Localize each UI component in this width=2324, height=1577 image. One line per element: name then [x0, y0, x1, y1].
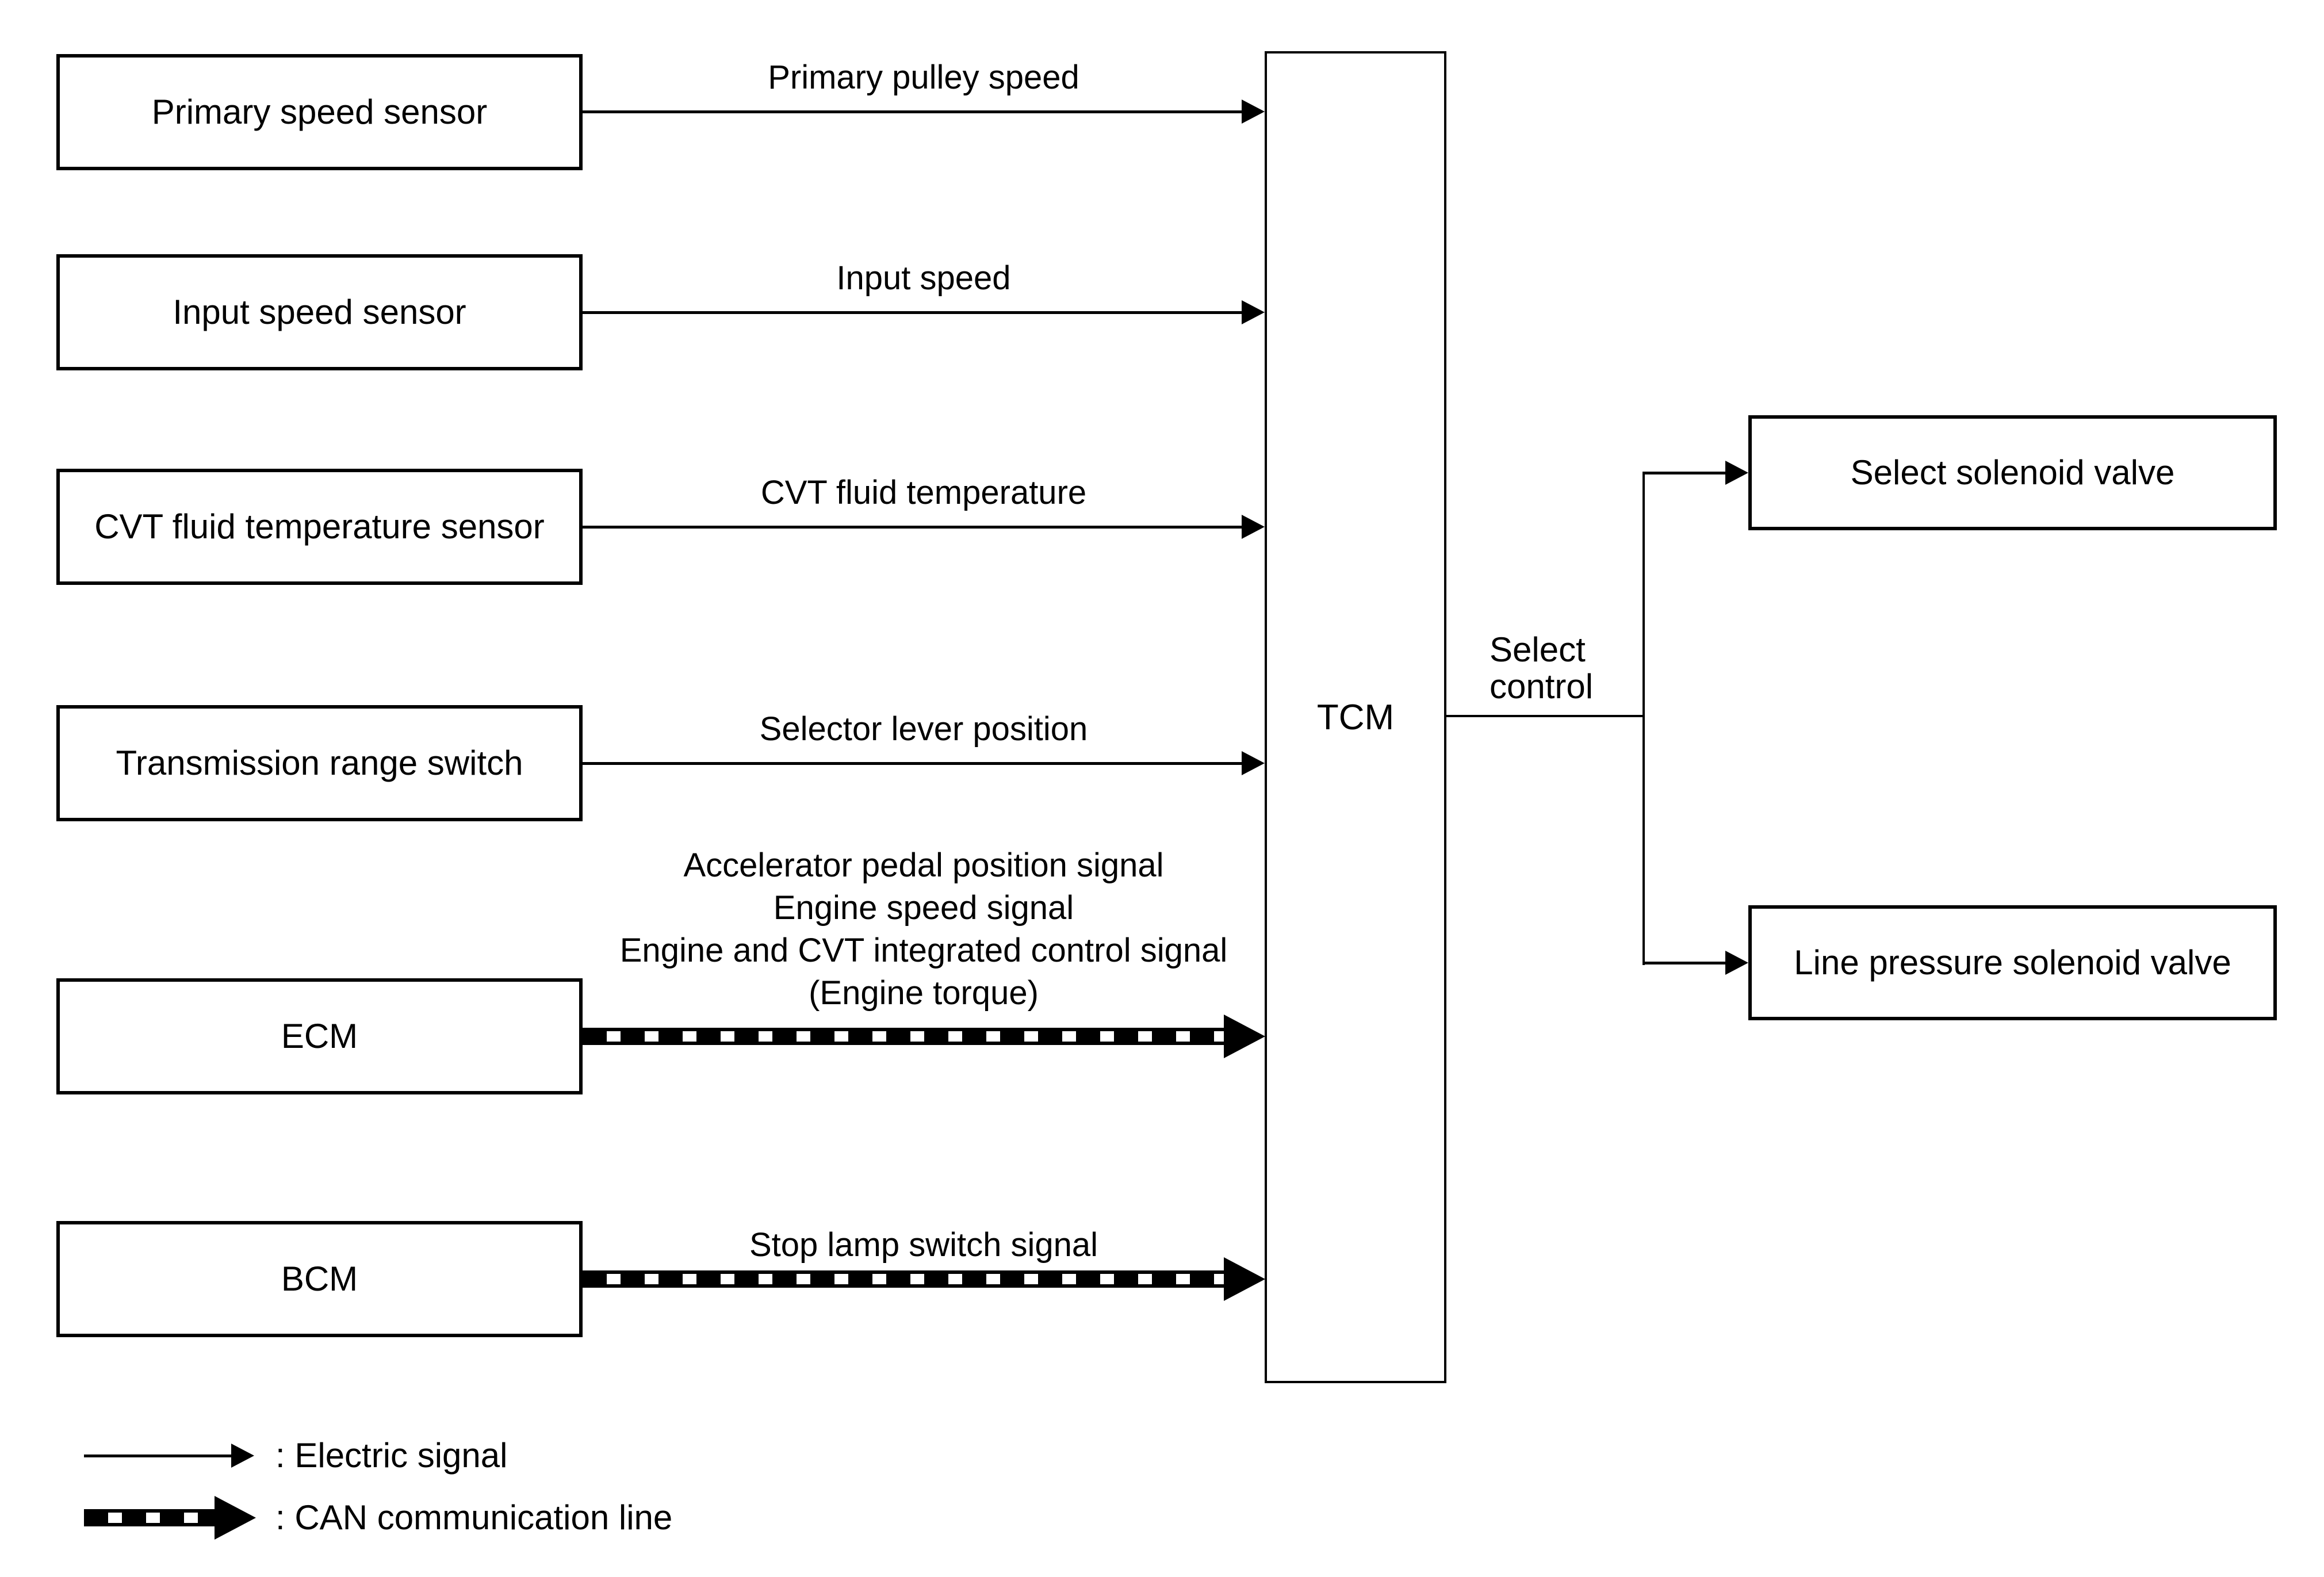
electric-arrowhead-icon [1242, 515, 1265, 539]
signal-label-input-speed: Input speed [836, 259, 1011, 297]
signal-label-selector-lever-position: Selector lever position [759, 710, 1088, 748]
box-line-pressure-solenoid-valve-label: Line pressure solenoid valve [1794, 943, 2231, 982]
signal-label-stop-lamp-switch: Stop lamp switch signal [749, 1226, 1098, 1264]
signal-label-primary-pulley-speed: Primary pulley speed [768, 59, 1079, 96]
legend-can-band [84, 1509, 217, 1526]
signal-label-ecm-can: Accelerator pedal position signal Engine… [583, 844, 1265, 1015]
box-transmission-range-switch: Transmission range switch [56, 705, 583, 821]
box-transmission-range-switch-label: Transmission range switch [116, 744, 523, 782]
box-line-pressure-solenoid-valve: Line pressure solenoid valve [1748, 905, 2277, 1020]
electric-arrow-line [583, 311, 1244, 314]
can-arrowhead-icon [215, 1496, 256, 1540]
electric-arrowhead-icon [1242, 300, 1265, 324]
legend-electric-line [84, 1454, 233, 1457]
electric-arrowhead-icon [1242, 99, 1265, 124]
can-arrowhead-icon [1224, 1015, 1265, 1058]
box-cvt-fluid-temperature-sensor: CVT fluid temperature sensor [56, 469, 583, 585]
box-select-solenoid-valve: Select solenoid valve [1748, 415, 2277, 530]
electric-arrow-line [583, 526, 1244, 529]
can-arrowhead-icon [1224, 1257, 1265, 1301]
electric-arrow-line [583, 110, 1244, 113]
signal-label-engine-torque: (Engine torque) [809, 974, 1039, 1012]
select-control-label-line2: control [1490, 667, 1594, 706]
box-ecm: ECM [56, 978, 583, 1094]
signal-label-cvt-fluid-temperature: CVT fluid temperature [760, 474, 1087, 511]
box-primary-speed-sensor-label: Primary speed sensor [151, 93, 488, 131]
branch-connector-line [1444, 715, 1644, 717]
electric-arrowhead-icon [1725, 461, 1748, 485]
signal-label-engine-speed: Engine speed signal [773, 889, 1074, 927]
electric-arrowhead-icon [231, 1444, 254, 1468]
electric-arrow-line [583, 762, 1244, 765]
can-arrow-band [583, 1270, 1226, 1288]
electric-arrowhead-icon [1242, 751, 1265, 775]
box-cvt-fluid-temperature-sensor-label: CVT fluid temperature sensor [94, 507, 545, 546]
box-primary-speed-sensor: Primary speed sensor [56, 54, 583, 170]
box-tcm-label: TCM [1316, 697, 1395, 737]
can-arrow-band [583, 1028, 1226, 1045]
box-select-solenoid-valve-label: Select solenoid valve [1850, 453, 2175, 492]
signal-label-engine-cvt-integrated-control: Engine and CVT integrated control signal [619, 932, 1228, 969]
box-tcm: TCM [1265, 51, 1446, 1383]
branch-vertical-line [1643, 472, 1645, 965]
box-input-speed-sensor-label: Input speed sensor [173, 293, 466, 331]
box-bcm-label: BCM [281, 1260, 358, 1298]
branch-arrow-line [1643, 472, 1729, 474]
select-control-label: Select control [1490, 631, 1593, 705]
legend-can-label: : CAN communication line [275, 1498, 673, 1537]
electric-arrowhead-icon [1725, 951, 1748, 975]
box-ecm-label: ECM [281, 1017, 358, 1055]
box-bcm: BCM [56, 1221, 583, 1337]
legend-electric-label: : Electric signal [275, 1436, 508, 1475]
signal-label-accelerator-pedal-position: Accelerator pedal position signal [683, 847, 1164, 884]
branch-arrow-line [1643, 962, 1729, 964]
select-control-label-line1: Select [1490, 630, 1586, 669]
box-input-speed-sensor: Input speed sensor [56, 254, 583, 370]
